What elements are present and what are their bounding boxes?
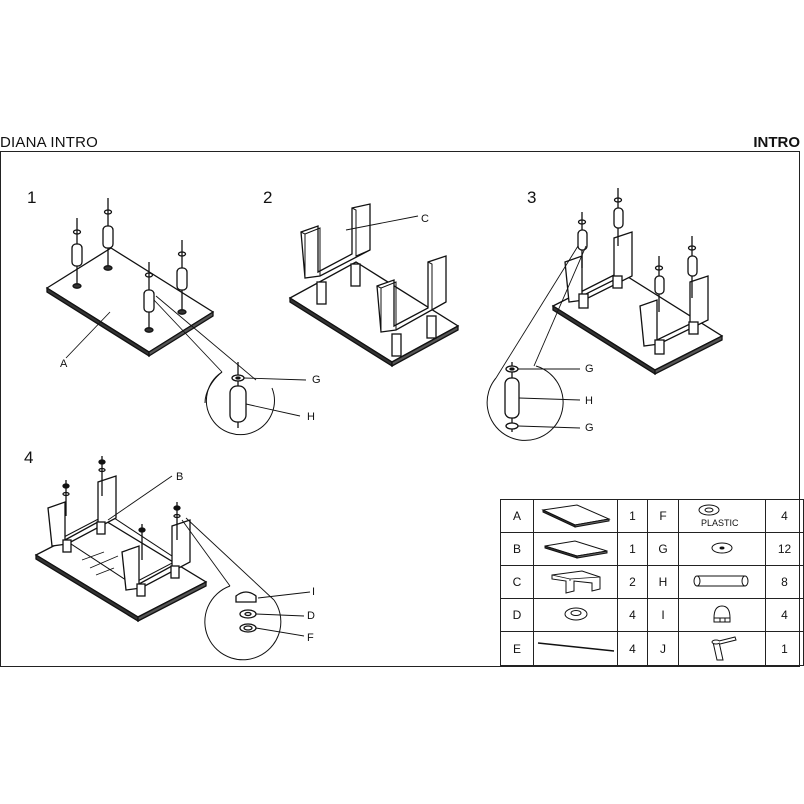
step-3-label-g-bottom: G: [585, 422, 594, 434]
part-qty: 8: [765, 565, 804, 599]
parts-row: E 4 J 1: [500, 631, 804, 666]
parts-row: C 2 H 8: [500, 565, 804, 599]
step-2-leg-frame-1: [300, 203, 371, 305]
step-2-label-c: C: [421, 213, 429, 225]
part-letter: E: [500, 631, 534, 666]
part-letter: A: [500, 499, 534, 533]
step-2-drawing: [288, 203, 460, 368]
step-3-drawing: [486, 188, 724, 441]
instruction-frame: [0, 151, 800, 667]
step-1-rod-3: [143, 262, 155, 333]
ring-washer-icon: [533, 598, 618, 632]
step-1-rod-2: [102, 198, 114, 271]
part-letter: H: [647, 565, 679, 599]
threaded-rod-icon: [533, 631, 618, 666]
step-1-label-g: G: [312, 374, 321, 386]
parts-table: A 1 F PLASTIC 4 B 1: [500, 499, 804, 666]
part-letter: B: [500, 532, 534, 566]
parts-row: D 4 I 4: [500, 598, 804, 632]
part-letter: I: [647, 598, 679, 632]
step-4-leg-frame-2: [121, 519, 191, 597]
step-3-label-h: H: [585, 395, 593, 407]
step-4-drawing: [34, 456, 311, 661]
step-4-fasteners: [62, 456, 181, 560]
step-3-leg-frame-2: [639, 275, 709, 355]
step-3-detail-circle: [486, 365, 564, 441]
step-2-number: 2: [263, 188, 273, 207]
part-letter: F: [647, 499, 679, 533]
glass-shelf-icon: [533, 532, 618, 566]
step-4-label-f: F: [307, 632, 314, 644]
part-qty: 4: [617, 598, 648, 632]
plastic-note: PLASTIC: [701, 518, 739, 528]
tube-spacer-icon: [678, 565, 766, 599]
part-qty: 1: [765, 631, 804, 666]
step-3-leg-frame-1: [564, 231, 633, 309]
document-title: DIANA INTRO: [0, 134, 99, 151]
leg-frame-icon: [533, 565, 618, 599]
step-3-number: 3: [527, 188, 537, 207]
washer-icon: [678, 532, 766, 566]
part-qty: 12: [765, 532, 804, 566]
part-letter: C: [500, 565, 534, 599]
part-letter: D: [500, 598, 534, 632]
step-4-label-b: B: [176, 471, 184, 483]
step-2-leg-frame-2: [376, 255, 447, 357]
cap-nut-icon: [678, 598, 766, 632]
part-qty: 2: [617, 565, 648, 599]
part-letter: G: [647, 532, 679, 566]
step-4-leg-frame-1: [47, 475, 117, 553]
step-4-detail-circle: [204, 585, 282, 661]
parts-row: B 1 G 12: [500, 532, 804, 566]
plastic-washer-icon: PLASTIC: [678, 499, 766, 533]
step-1-number: 1: [27, 188, 37, 207]
step-3-rods: [577, 188, 698, 312]
step-4-number: 4: [24, 448, 34, 467]
part-letter: J: [647, 631, 679, 666]
step-4-label-i: I: [312, 586, 316, 598]
parts-row: A 1 F PLASTIC 4: [500, 499, 804, 533]
step-1-drawing: [45, 198, 307, 436]
step-1-label-a: A: [60, 358, 68, 370]
step-1-rod-4: [176, 240, 188, 315]
section-title: INTRO: [753, 134, 800, 151]
part-qty: 4: [765, 499, 804, 533]
part-qty: 4: [617, 631, 648, 666]
part-qty: 1: [617, 532, 648, 566]
step-4-label-d: D: [307, 610, 315, 622]
step-1-label-h: H: [307, 411, 315, 423]
part-qty: 1: [617, 499, 648, 533]
glass-top-icon: [533, 499, 618, 533]
allen-key-icon: [678, 631, 766, 666]
part-qty: 4: [765, 598, 804, 632]
step-1-rod-1: [71, 218, 83, 289]
step-3-label-g-top: G: [585, 363, 594, 375]
